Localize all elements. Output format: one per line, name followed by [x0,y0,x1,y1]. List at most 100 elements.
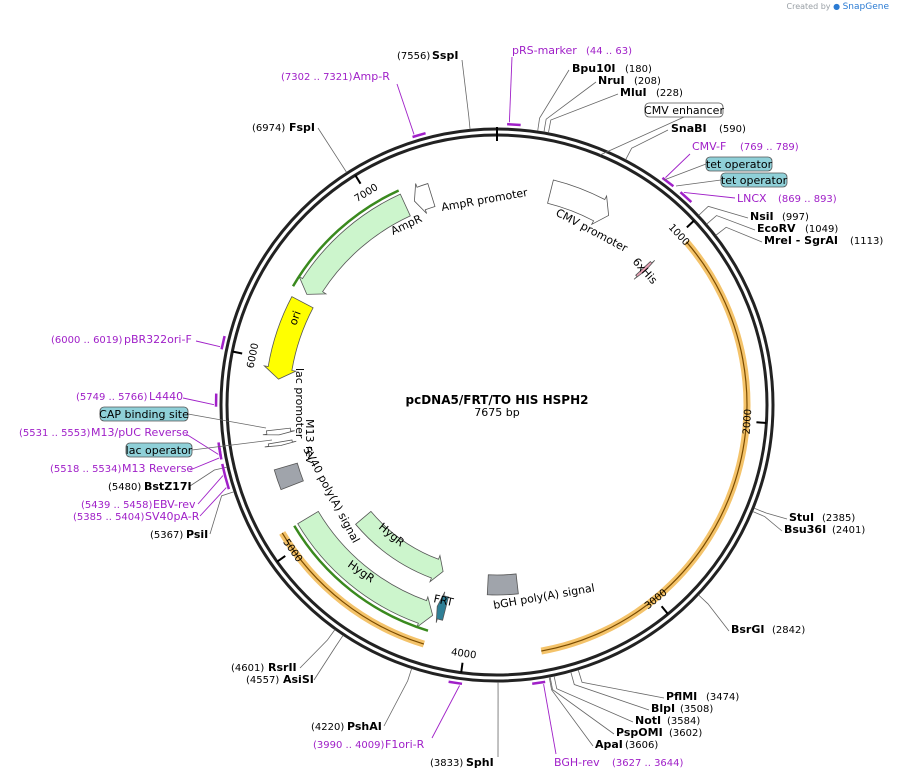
primer-mark-pbr322ori-f [220,335,226,350]
enzyme-leader-bpu10i [537,69,570,132]
enzyme-name-pspomi: PspOMI [616,726,663,739]
orf-rail-0 [291,189,400,287]
feature-label-frt: FRT [432,592,454,609]
highlight-arc-core-1 [281,532,425,645]
enzyme-pos-bstz17i: (5480) [108,482,141,493]
tick-4000 [460,662,464,673]
primer-name-l4440: L4440 [149,390,183,403]
primer-range-sv40pa-r: (5385 .. 5404) [73,512,145,523]
feature-ori-2 [263,296,314,380]
enzyme-pos-ecorv: (1049) [805,224,838,235]
enzyme-name-asisi: AsiSI [283,673,314,686]
primer-leader-cmv-f [665,153,691,178]
enzyme-name-noti: NotI [635,714,661,727]
primer-range-prs-marker: (44 .. 63) [586,46,632,57]
primer-range-ebv-rev: (5439 .. 5458) [81,500,153,511]
features-layer [262,179,655,632]
primer-leader-amp-r [396,83,415,135]
enzyme-name-pshai: PshAI [347,720,382,733]
enzyme-pos-snabi: (590) [719,124,746,135]
enzyme-name-bpu10i: Bpu10I [572,62,616,75]
enzyme-pos-psii: (5367) [150,530,183,541]
primer-leader-prs-marker [508,56,513,123]
primer-mark-sv40pa-r [223,475,231,490]
feature-sv40-poly-a-signal-7 [273,462,304,491]
box-label-lac-operator: lac operator [126,444,193,457]
leaders-layer [182,56,788,758]
enzyme-name-nsii: NsiI [750,210,774,223]
primer-name-m13-reverse: M13 Reverse [122,462,193,475]
primer-range-l4440: (5749 .. 5766) [76,392,148,403]
enzyme-pos-sspi: (7556) [397,51,430,62]
enzyme-pos-fspi: (6974) [252,123,285,134]
box-label-tet-operator-2: tet operator [721,174,788,187]
primer-name-m13-puc-reverse: M13/pUC Reverse [91,426,189,439]
enzyme-pos-pshai: (4220) [311,722,344,733]
snapgene-logo-icon: ● [833,2,841,11]
enzyme-pos-bsu36i: (2401) [832,525,865,536]
enzyme-pos-stui: (2385) [822,513,855,524]
tick-label-4000: 4000 [450,647,477,661]
primer-name-cmv-f: CMV-F [692,140,726,153]
enzyme-pos-bpu10i: (180) [625,64,652,75]
tick-label-2000: 2000 [742,409,755,435]
box-label-cmv-enhancer: CMV enhancer [644,104,724,117]
primer-mark-lncx [679,191,693,203]
enzyme-pos-apai: (3606) [625,740,658,751]
feature-label-ampr-promoter: AmpR promoter [440,186,529,214]
feature-frt-10 [435,591,449,623]
enzyme-leader-bsu36i [752,511,783,532]
long-arcs-layer [279,239,751,655]
orf-rail-1 [293,525,429,632]
tick-label-5000: 5000 [280,537,304,564]
feature-hygr-8 [355,510,444,583]
enzyme-name-blpi: BlpI [651,702,675,715]
tick-2000 [756,421,767,424]
credit-brand: SnapGene [842,2,889,12]
enzyme-leader-mrei-sgrai [715,226,763,243]
primer-range-lncx: (869 .. 893) [778,194,837,205]
feature-label-lac-promoter: lac promoter [293,368,306,439]
primer-leader-m13-reverse [189,457,220,471]
enzyme-pos-pflmi: (3474) [706,692,739,703]
primer-mark-amp-r [412,132,426,139]
primer-range-m13-reverse: (5518 .. 5534) [50,464,122,475]
feature-ampr-promoter-0 [414,183,436,214]
box-label-cap-binding-site: CAP binding site [99,408,189,421]
enzyme-pos-nrui: (208) [634,76,661,87]
enzyme-pos-rsrii: (4601) [231,663,264,674]
box-leader-0 [599,116,685,156]
tick-label-6000: 6000 [246,342,262,369]
enzyme-leader-apai [548,676,594,747]
enzyme-leader-mlui [548,93,619,133]
primer-leader-m13-puc-reverse [185,433,219,455]
primer-name-prs-marker: pRS-marker [512,44,577,57]
tick-label-3000: 3000 [643,587,670,612]
feature-ampr-1 [298,193,411,295]
enzyme-leader-pshai [383,668,413,727]
enzyme-leader-pspomi [549,676,615,735]
primer-leader-ebv-rev [197,475,224,505]
primer-name-f1ori-r: F1ori-R [385,738,425,751]
highlight-arc-core-0 [541,241,748,652]
tick-3000 [660,605,669,615]
box-tet-operator-1 [705,156,773,172]
tick-7000 [354,174,362,185]
primer-name-sv40pa-r: SV40pA-R [145,510,200,523]
enzyme-pos-mrei-sgrai: (1113) [850,236,883,247]
box-tet-operator-2 [720,172,788,188]
enzyme-pos-pspomi: (3602) [669,728,702,739]
primer-leader-f1ori-r [431,685,460,739]
plasmid-name: pcDNA5/FRT/TO HIS HSPH2 [406,393,589,407]
primer-mark-ebv-rev [221,463,227,478]
enzyme-name-nrui: NruI [598,74,625,87]
enzyme-name-bsrgi: BsrGI [731,623,764,636]
feature-cmv-promoter-3 [547,179,610,226]
enzyme-name-fspi: FspI [289,121,315,134]
boxed-feature-labels: CMV enhancer tet operator tet operator C… [99,102,788,458]
feature-label-6xhis: 6xHis [630,255,660,287]
primer-name-bgh-rev: BGH-rev [554,756,600,769]
primer-range-bgh-rev: (3627 .. 3644) [612,758,684,769]
credit-prefix: Created by [786,2,831,11]
